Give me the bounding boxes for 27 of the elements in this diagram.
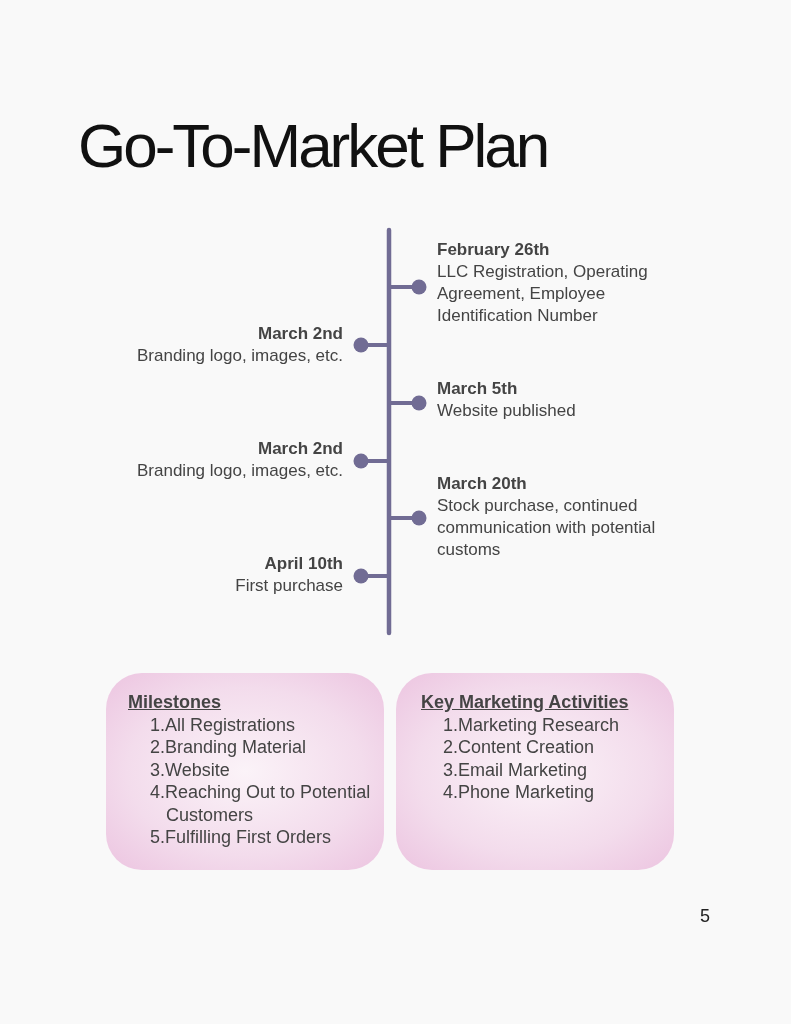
event-date: March 2nd [256,323,343,345]
list-item: 1.All Registrations [149,713,297,736]
event-description: Branding logo, images, etc. [136,460,343,482]
event-date: March 20th [437,473,528,495]
list-item: 4.Reaching Out to Potential Customers [149,781,372,826]
list-card [396,673,674,870]
event-description: Website published [437,400,577,422]
event-description: Branding logo, images, etc. [136,345,343,367]
event-date: February 26th [437,239,551,261]
list-item: 5.Fulfilling First Orders [149,826,333,849]
list-card [106,673,384,870]
event-description: LLC Registration, Operating Agreement, Employee Identification Number [437,261,649,327]
event-description: Stock purchase, continued communication with potential customs [437,495,657,561]
list-item: 1.Marketing Research [442,713,621,736]
list-item: 2.Content Creation [442,736,596,759]
page-number: 5 [700,906,710,927]
event-description: First purchase [234,575,343,597]
list-item: 4.Phone Marketing [442,781,596,804]
event-date: March 2nd [256,438,343,460]
card-heading: Key Marketing Activities [421,691,630,714]
event-date: April 10th [263,553,343,575]
list-item: 3.Email Marketing [442,758,589,781]
card-heading: Milestones [128,691,223,714]
title: Go-To-Market Plan [78,112,548,181]
list-item: 2.Branding Material [149,736,308,759]
event-date: March 5th [437,378,519,400]
list-item: 3.Website [149,758,231,781]
